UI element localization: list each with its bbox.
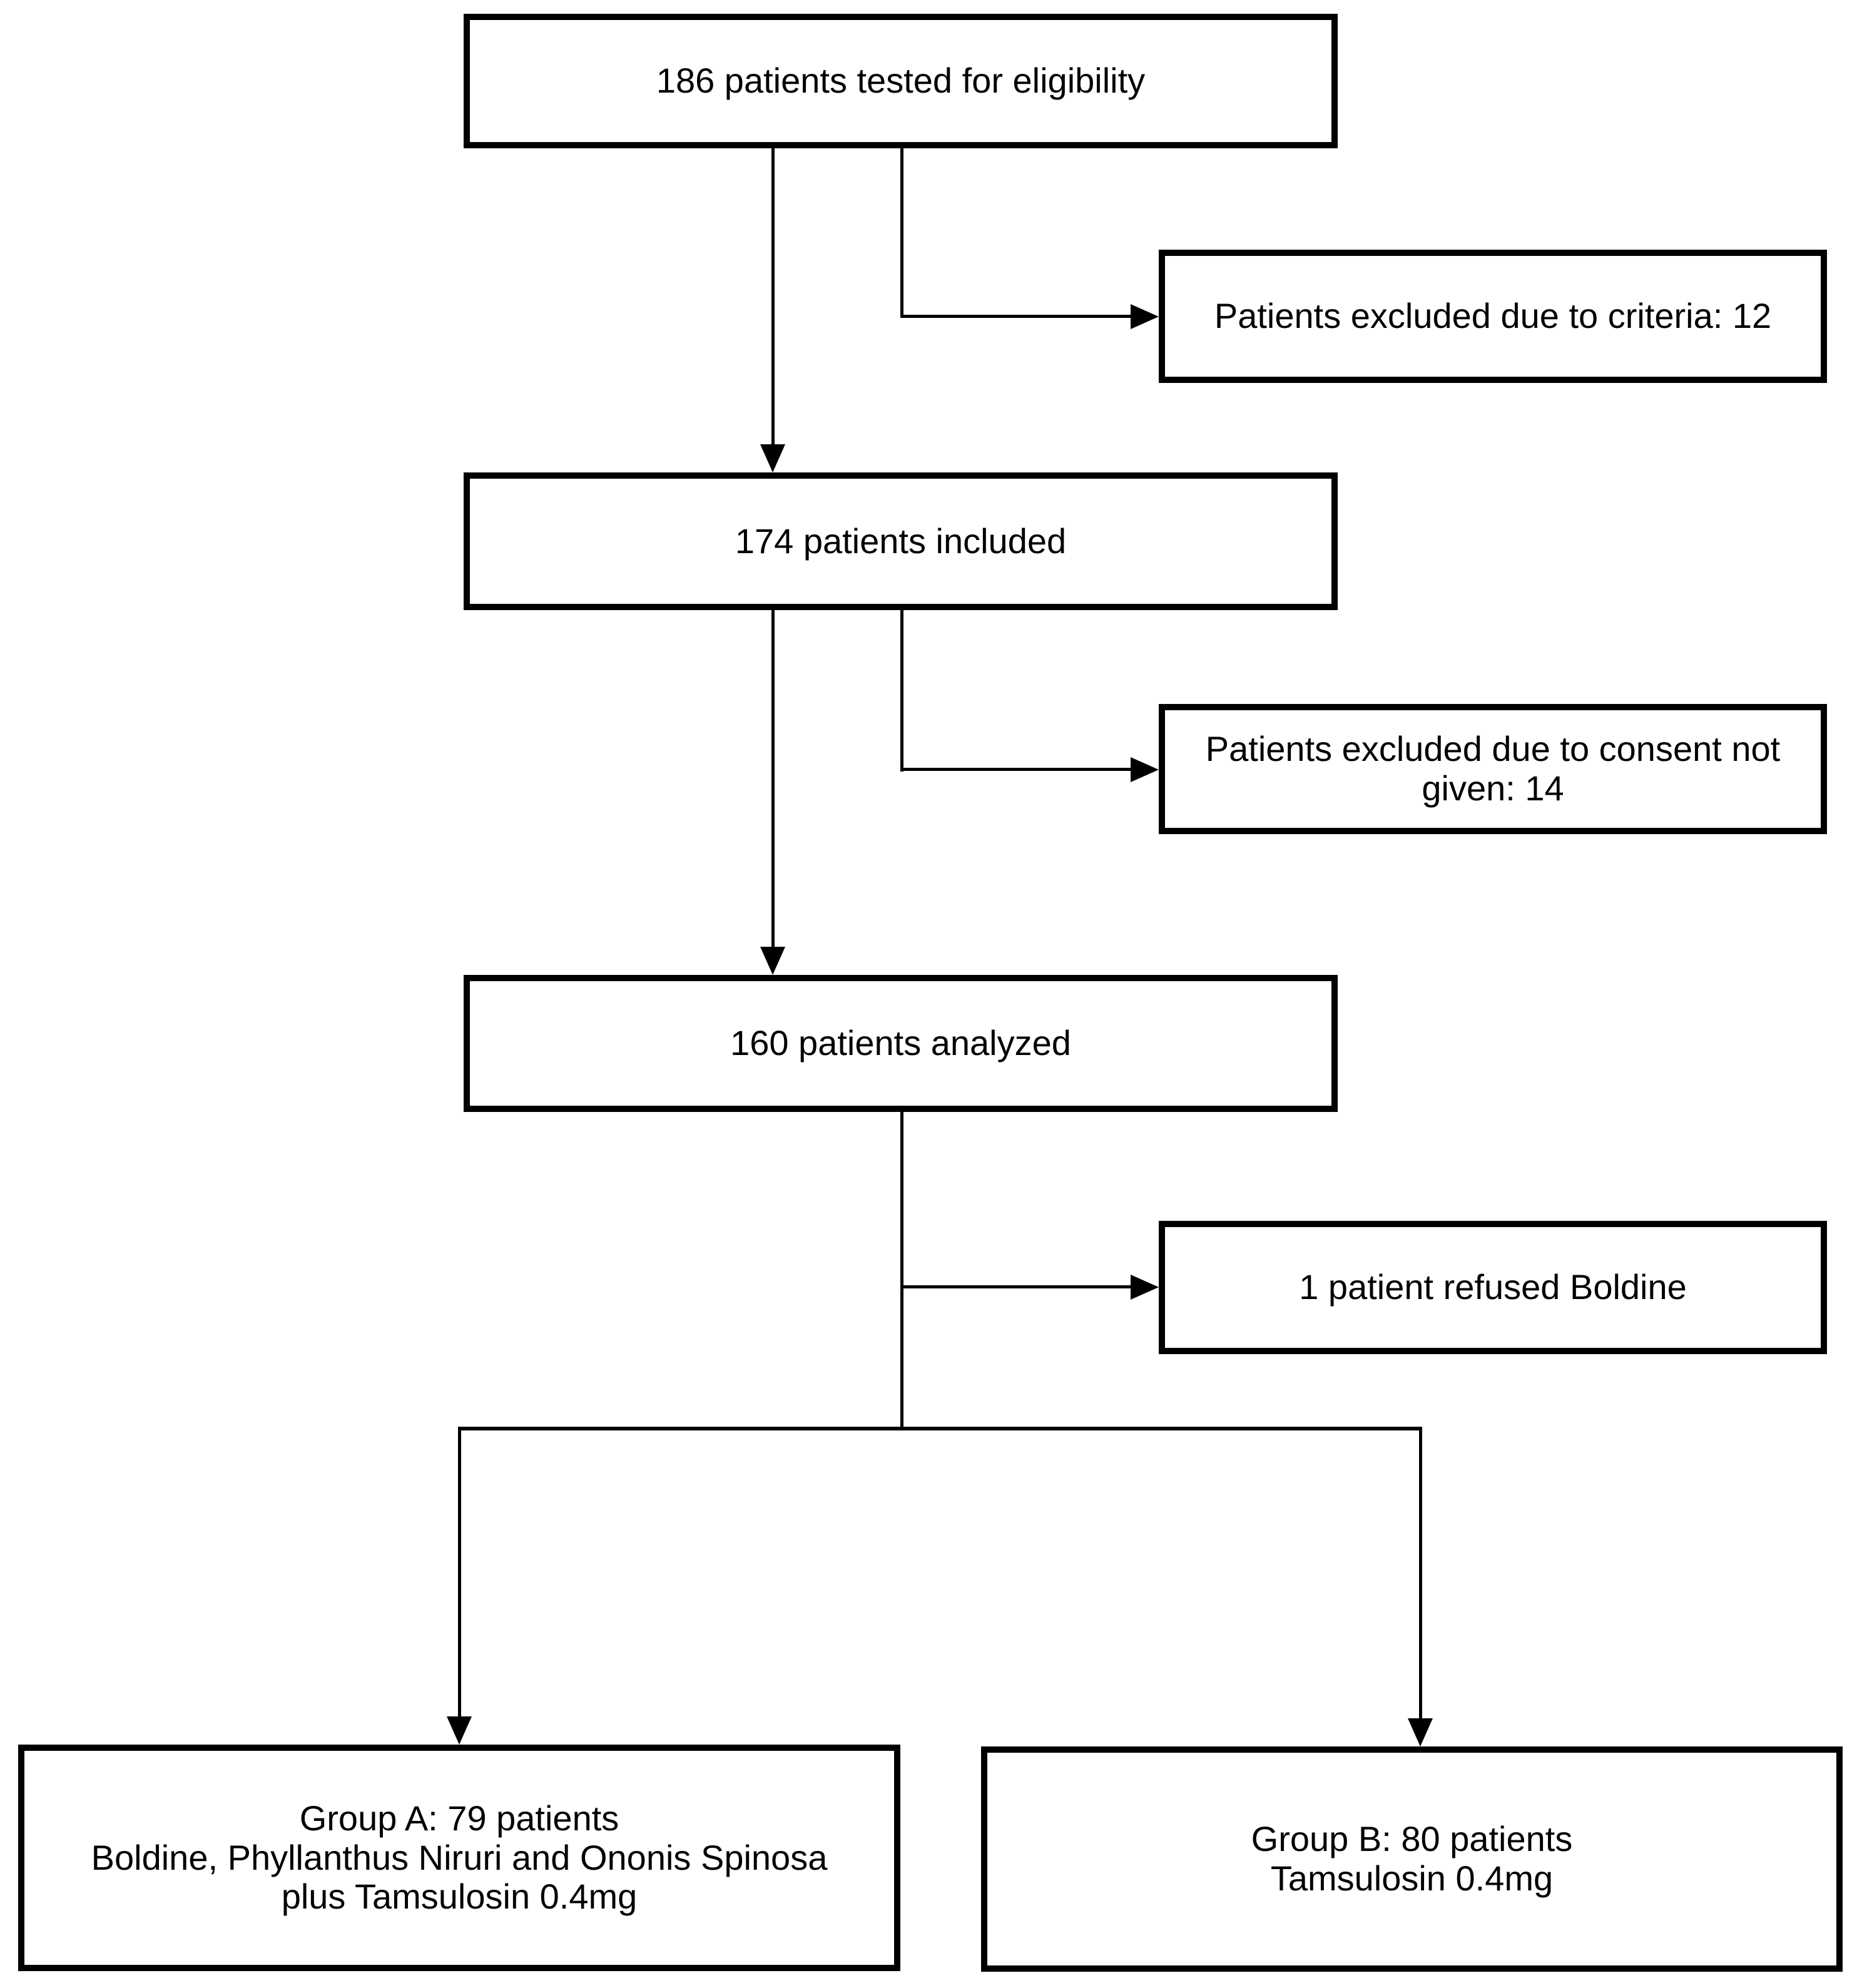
edge-eligibility-to-included-arrowhead-icon (760, 444, 785, 472)
node-analyzed-text: 160 patients analyzed (730, 1023, 1071, 1063)
edge-included-to-analyzed-line (771, 610, 775, 953)
edge-eligibility-to-excluded-criteria-hline (900, 315, 1132, 318)
node-included-text: 174 patients included (735, 521, 1067, 561)
node-excluded-consent: Patients excluded due to consent not giv… (1159, 704, 1827, 834)
edge-included-to-analyzed-arrowhead-icon (760, 947, 785, 975)
edge-included-to-excluded-consent-arrowhead-icon (1131, 757, 1159, 782)
node-analyzed: 160 patients analyzed (464, 975, 1338, 1112)
node-group-a-text-line3: plus Tamsulosin 0.4mg (281, 1877, 638, 1917)
node-group-a-text-line1: Group A: 79 patients (299, 1798, 619, 1838)
node-group-a: Group A: 79 patients Boldine, Phyllanthu… (18, 1745, 900, 1971)
edge-analyzed-to-refused-boldine-arrowhead-icon (1131, 1275, 1159, 1300)
edge-included-to-excluded-consent-vline (900, 610, 903, 772)
split-junction-bar (458, 1427, 1422, 1430)
node-group-b-text-line1: Group B: 80 patients (1251, 1819, 1573, 1859)
node-group-a-text-line2: Boldine, Phyllanthus Niruri and Ononis S… (91, 1837, 828, 1877)
edge-split-to-group-a-arrowhead-icon (447, 1716, 472, 1745)
node-included: 174 patients included (464, 472, 1338, 610)
edge-included-to-excluded-consent-hline (900, 768, 1132, 771)
node-refused-boldine-text: 1 patient refused Boldine (1299, 1267, 1687, 1307)
edge-split-to-group-b-arrowhead-icon (1408, 1718, 1433, 1746)
node-excluded-criteria-text: Patients excluded due to criteria: 12 (1214, 296, 1772, 336)
node-group-b-text-line2: Tamsulosin 0.4mg (1270, 1858, 1554, 1898)
edge-eligibility-to-excluded-criteria-vline (900, 148, 903, 318)
edge-split-to-group-a-line (458, 1429, 461, 1720)
edge-split-to-group-b-line (1419, 1429, 1422, 1721)
node-group-b: Group B: 80 patients Tamsulosin 0.4mg (981, 1746, 1843, 1972)
node-excluded-consent-text-line2: given: 14 (1422, 768, 1564, 808)
node-excluded-criteria: Patients excluded due to criteria: 12 (1159, 250, 1827, 383)
node-excluded-consent-text-line1: Patients excluded due to consent not (1205, 729, 1781, 769)
node-refused-boldine: 1 patient refused Boldine (1159, 1221, 1827, 1354)
node-eligibility: 186 patients tested for eligibility (464, 14, 1338, 148)
edge-analyzed-to-refused-boldine-hline (900, 1285, 1132, 1288)
edge-analyzed-to-split-line (900, 1112, 903, 1430)
edge-eligibility-to-excluded-criteria-arrowhead-icon (1131, 304, 1159, 329)
node-eligibility-text: 186 patients tested for eligibility (656, 61, 1146, 101)
edge-eligibility-to-included-line (771, 148, 775, 451)
